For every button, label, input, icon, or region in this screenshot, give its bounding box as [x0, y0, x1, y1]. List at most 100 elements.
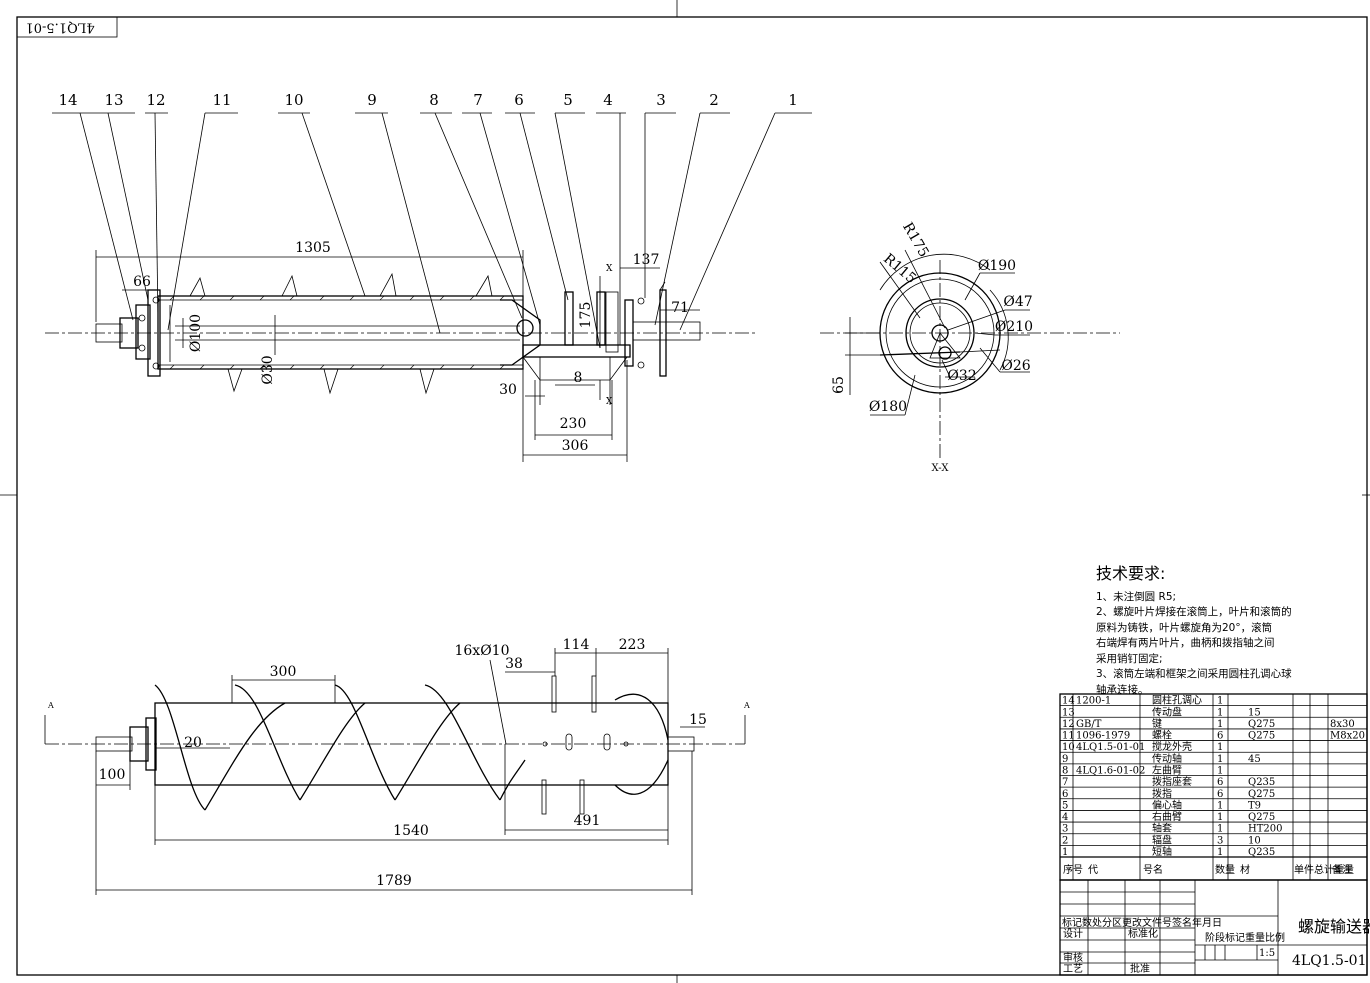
- balloon-4: 4: [603, 91, 613, 109]
- bom-cell-no: 10: [1062, 742, 1075, 753]
- bottom-elevation-view: A A: [44, 637, 750, 895]
- balloon-leaders: [52, 112, 812, 349]
- dim-100: 100: [99, 767, 126, 783]
- bom-cell-name: 螺栓: [1152, 729, 1172, 742]
- bom-cell-no: 12: [1062, 719, 1075, 730]
- dim-1540: 1540: [393, 823, 429, 839]
- bom-cell-mat: T9: [1248, 800, 1261, 811]
- dim-306: 306: [562, 438, 589, 454]
- dim-230: 230: [560, 416, 587, 432]
- title-stage: 阶段标记重量比例: [1205, 931, 1285, 944]
- drawing-number-stamp: 4LQ1.5-01: [16, 16, 118, 38]
- dim-r175: R175: [899, 220, 931, 260]
- balloon-13: 13: [104, 91, 123, 109]
- bom-cell-code: 1096-1979: [1076, 731, 1130, 742]
- bom-cell-note: M8x20: [1330, 731, 1365, 742]
- dim-38: 38: [505, 656, 523, 672]
- dim-114: 114: [563, 637, 590, 653]
- bom-cell-no: 6: [1062, 789, 1068, 800]
- bom-cell-name: 轴套: [1152, 822, 1172, 835]
- bom-cell-qty: 1: [1217, 742, 1223, 753]
- title-review: 审核: [1063, 951, 1083, 964]
- bom-cell-qty: 6: [1217, 789, 1223, 800]
- bom-cell-mat: Q235: [1248, 847, 1275, 858]
- dim-dia-190: Ø190: [978, 258, 1016, 274]
- bom-cell-no: 1: [1062, 847, 1068, 858]
- title-process: 工艺: [1063, 963, 1083, 975]
- bom-cell-qty: 6: [1217, 777, 1223, 788]
- dim-300: 300: [270, 664, 297, 680]
- bom-cell-qty: 1: [1217, 847, 1223, 858]
- dim-65: 65: [831, 376, 847, 394]
- tech-req-line: 2、螺旋叶片焊接在滚筒上，叶片和滚筒的: [1096, 606, 1292, 618]
- bom-cell-mat: 15: [1248, 707, 1261, 718]
- bom-cell-name: 键: [1152, 717, 1162, 730]
- bom-cell-qty: 1: [1217, 812, 1223, 823]
- bom-cell-name: 传动轴: [1152, 752, 1182, 765]
- bom-cell-name: 右曲臂: [1152, 810, 1182, 823]
- bom-cell-no: 4: [1062, 812, 1068, 823]
- bom-cell-code: 4LQ1.5-01-01: [1076, 742, 1145, 753]
- svg-text:A: A: [47, 701, 54, 710]
- dim-8: 8: [574, 370, 583, 386]
- tech-req-title: 技术要求:: [1096, 564, 1166, 583]
- bom-cell-no: 2: [1062, 835, 1068, 846]
- title-scale: 1:5: [1259, 948, 1275, 959]
- tech-req-line: 3、滚筒左端和框架之间采用圆柱孔调心球: [1096, 668, 1292, 680]
- top-assembly-view: X X 14 13 12 11 10 9: [45, 91, 812, 462]
- tech-req-line: 轴承连接。: [1096, 683, 1149, 696]
- bom-cell-name: 短轴: [1152, 845, 1172, 858]
- bom-cell-qty: 6: [1217, 731, 1223, 742]
- title-design: 设计: [1063, 927, 1083, 940]
- bom-cell-no: 8: [1062, 766, 1068, 777]
- title-approve: 批准: [1130, 962, 1150, 975]
- bom-cell-qty: 1: [1217, 754, 1223, 765]
- bom-header-note: 备注: [1332, 863, 1352, 876]
- bom-cell-name: 搅龙外壳: [1152, 740, 1192, 753]
- bom-cell-name: 左曲臂: [1152, 764, 1182, 777]
- dim-dia-180: Ø180: [869, 399, 907, 415]
- title-block: 标记数处分区更改文件号签名年月日 设计 标准化 审核 工艺 批准 阶段标记重量比…: [1059, 879, 1370, 976]
- dim-1305: 1305: [295, 240, 331, 256]
- bom-cell-qty: 1: [1217, 707, 1223, 718]
- balloon-3: 3: [656, 91, 666, 109]
- dim-dia-210: Ø210: [995, 319, 1033, 335]
- bom-cell-name: 拨指: [1152, 787, 1172, 800]
- svg-text:4LQ1.5-01: 4LQ1.5-01: [25, 20, 94, 35]
- balloon-10: 10: [284, 91, 303, 109]
- bom-header-code: 代: [1088, 864, 1098, 876]
- dim-dia-32: Ø32: [947, 368, 976, 384]
- svg-text:X: X: [606, 264, 613, 274]
- sheet-border: [16, 16, 1368, 976]
- bom-cell-mat: Q275: [1248, 731, 1275, 742]
- bom-cell-qty: 3: [1217, 835, 1223, 846]
- dim-holes: 16xØ10: [454, 643, 509, 659]
- title-standard: 标准化: [1128, 927, 1158, 940]
- dim-20: 20: [184, 735, 202, 751]
- bom-cell-mat: Q275: [1248, 789, 1275, 800]
- bom-cell-name: 偏心轴: [1152, 798, 1182, 811]
- bom-header-name: 号名: [1143, 863, 1163, 876]
- bom-cell-mat: Q275: [1248, 719, 1275, 730]
- svg-text:X: X: [606, 397, 613, 407]
- bom-cell-no: 9: [1062, 754, 1068, 765]
- title-drawing-number: 4LQ1.5-01: [1292, 953, 1367, 969]
- bom-cell-code: 4LQ1.6-01-02: [1076, 766, 1145, 777]
- dim-15: 15: [689, 712, 707, 728]
- balloon-5: 5: [563, 91, 573, 109]
- balloon-2: 2: [709, 91, 719, 109]
- bom-cell-qty: 1: [1217, 800, 1223, 811]
- section-x-x-view: R175 R115 Ø190 Ø47 Ø210 Ø26 Ø32 Ø180 65 …: [820, 220, 1120, 474]
- balloon-8: 8: [429, 91, 439, 109]
- bom-cell-qty: 1: [1217, 719, 1223, 730]
- tech-req-line: 采用销钉固定;: [1096, 652, 1163, 665]
- bom-header-mat: 材: [1240, 863, 1250, 876]
- dim-71: 71: [671, 300, 689, 316]
- dim-66: 66: [133, 274, 151, 290]
- bom-cell-mat: Q275: [1248, 812, 1275, 823]
- bom-cell-qty: 1: [1217, 696, 1223, 707]
- bom-header-no: 序号: [1063, 863, 1083, 876]
- dim-dia-100: Ø100: [188, 314, 204, 352]
